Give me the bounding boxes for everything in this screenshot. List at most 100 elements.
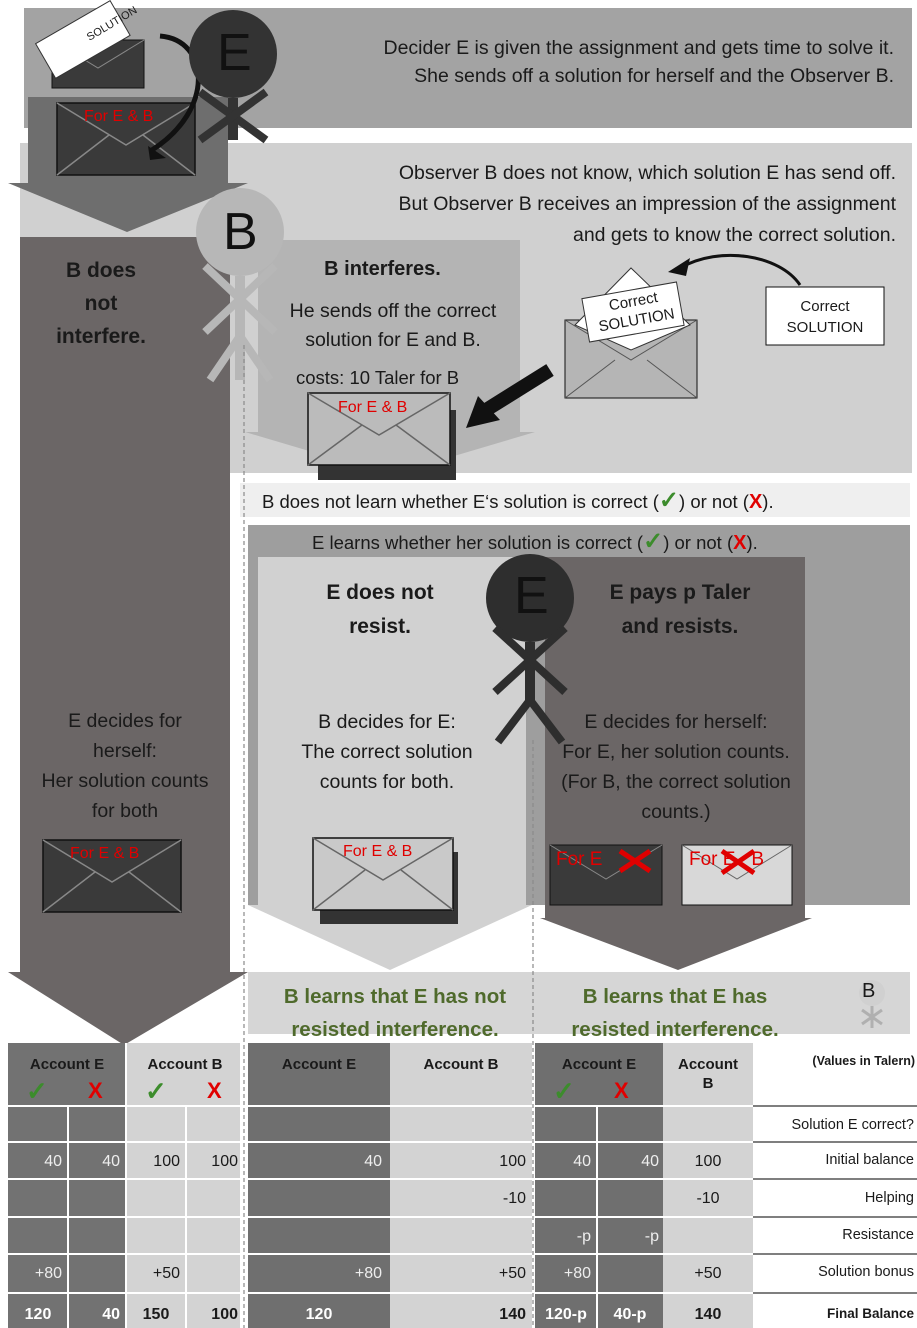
envelope-resist-b-icon bbox=[681, 844, 793, 906]
table-row-lines bbox=[8, 1105, 753, 1294]
cell-initial-8: 40 bbox=[641, 1153, 659, 1170]
cell-bonus-2: +50 bbox=[152, 1265, 180, 1282]
row-label-resistance: Resistance bbox=[842, 1227, 914, 1243]
e-learns-text: E learns whether her solution is correct… bbox=[312, 527, 758, 556]
b-interferes-text: He sends off the correct solution for E … bbox=[262, 297, 524, 355]
cell-initial-6: 100 bbox=[499, 1153, 526, 1170]
cell-bonus-4: +50 bbox=[498, 1265, 526, 1282]
observer-line-1: Observer B does not know, which solution… bbox=[398, 162, 896, 184]
b-not-interfere-title: B does not interfere. bbox=[30, 254, 172, 353]
cell-initial-4: 100 bbox=[211, 1153, 238, 1170]
learn-not-resisted: B learns that E has not resisted interfe… bbox=[255, 980, 535, 1046]
no-resist-envelope-label: For E & B bbox=[343, 843, 413, 860]
resist-envelope-e-label: For E bbox=[556, 849, 603, 870]
left-decision-line-1: E decides for bbox=[68, 710, 182, 732]
cross-icon: X bbox=[733, 532, 747, 554]
row-label-final: Final Balance bbox=[826, 1306, 914, 1321]
learn-left-line-1: B learns that E has not bbox=[283, 985, 507, 1008]
cell-bonus-5: +80 bbox=[563, 1265, 591, 1282]
no-resist-line-2: The correct solution bbox=[301, 741, 473, 763]
envelope-resist-e-icon bbox=[549, 844, 663, 906]
th-account-e-mid: Account E bbox=[281, 1056, 357, 1073]
b-not-learn-text: B does not learn whether E‘s solution is… bbox=[262, 486, 774, 515]
cell-final-9: 140 bbox=[694, 1306, 722, 1323]
cell-final-3: 150 bbox=[142, 1306, 170, 1323]
no-resist-text: B decides for E: The correct solution co… bbox=[262, 707, 512, 797]
correct-box-line-2: SOLUTION bbox=[786, 319, 864, 336]
th-account-b-right: Account B bbox=[663, 1055, 753, 1093]
arrow-send-icon bbox=[482, 364, 554, 416]
cell-final-2: 40 bbox=[102, 1306, 120, 1323]
cell-bonus-1: +80 bbox=[34, 1265, 62, 1282]
left-decision-line-3: Her solution counts bbox=[41, 770, 209, 792]
no-resist-line-3: counts for both. bbox=[319, 771, 455, 793]
title-line-1: B does bbox=[65, 259, 136, 282]
interferes-line-1: He sends off the correct bbox=[289, 300, 497, 322]
left-decision-line-4: for both bbox=[91, 800, 159, 822]
b-letter: B bbox=[223, 203, 258, 261]
curved-arrow-correct-icon bbox=[679, 253, 802, 286]
cross-icon: X bbox=[748, 491, 763, 513]
b-line-part-c: ). bbox=[762, 491, 774, 512]
decider-text: Decider E is given the assignment and ge… bbox=[200, 34, 894, 90]
e-mid-letter: E bbox=[514, 567, 549, 625]
mid-envelope-label: For E & B bbox=[338, 399, 408, 416]
observer-text: Observer B does not know, which solution… bbox=[260, 158, 896, 251]
table-col-right-e bbox=[535, 1043, 663, 1328]
row-label-initial: Initial balance bbox=[825, 1152, 914, 1168]
cross-icon: X bbox=[207, 1078, 222, 1103]
cell-final-4: 100 bbox=[211, 1306, 238, 1323]
no-resist-title-2: resist. bbox=[349, 615, 411, 638]
cell-final-8: 40-p bbox=[613, 1306, 647, 1323]
correct-box-line-1: Correct bbox=[800, 298, 850, 315]
no-resist-title: E does not resist. bbox=[280, 576, 480, 644]
learn-right-line-2: resisted interference. bbox=[571, 1018, 779, 1041]
table-col-mid-e bbox=[248, 1043, 390, 1328]
check-icon: ✓ bbox=[658, 487, 680, 514]
resist-envelope-b-label: For E B bbox=[689, 849, 764, 871]
resist-title: E pays p Taler and resists. bbox=[570, 576, 790, 644]
correct-box bbox=[765, 286, 885, 346]
person-b-small-icon bbox=[859, 980, 885, 1028]
cell-bonus-6: +50 bbox=[694, 1265, 722, 1282]
cell-resistance-1: -p bbox=[576, 1228, 591, 1245]
th-account-b-right-2: B bbox=[702, 1075, 714, 1092]
cell-initial-5: 40 bbox=[364, 1153, 382, 1170]
resist-env-for: For bbox=[689, 849, 718, 870]
resist-text: E decides for herself: For E, her soluti… bbox=[535, 707, 817, 827]
left-decision-text: E decides for herself: Her solution coun… bbox=[20, 706, 230, 826]
cell-initial-3: 100 bbox=[153, 1153, 180, 1170]
th-account-e-left: Account E bbox=[29, 1056, 105, 1073]
cell-final-6: 140 bbox=[499, 1306, 526, 1323]
cost-text: costs: 10 Taler for B bbox=[296, 367, 460, 388]
arrow-left-branch bbox=[8, 237, 248, 1045]
e-line-part-b: ) or not ( bbox=[663, 532, 734, 553]
person-e-top-icon bbox=[189, 10, 277, 144]
learn-left-line-2: resisted interference. bbox=[291, 1018, 499, 1041]
cell-final-1: 120 bbox=[24, 1306, 52, 1323]
resist-title-1: E pays p Taler bbox=[609, 581, 751, 604]
values-note: (Values in Talern) bbox=[812, 1054, 915, 1068]
band-learn bbox=[248, 972, 910, 1034]
left-envelope-label: For E & B bbox=[70, 845, 140, 862]
resist-line-2: For E, her solution counts. bbox=[562, 741, 790, 763]
cell-final-5: 120 bbox=[305, 1306, 333, 1323]
top-envelope-label: For E & B bbox=[84, 108, 154, 125]
learn-resisted: B learns that E has resisted interferenc… bbox=[540, 980, 810, 1046]
cell-initial-7: 40 bbox=[573, 1153, 591, 1170]
band-b-not-learn bbox=[240, 483, 910, 517]
person-b-icon bbox=[196, 188, 284, 383]
observer-line-3: and gets to know the correct solution. bbox=[572, 224, 896, 246]
resist-env-e: E bbox=[722, 849, 736, 870]
interferes-line-2: solution for E and B. bbox=[305, 329, 481, 351]
cross-icon: X bbox=[88, 1078, 103, 1103]
check-icon: ✓ bbox=[26, 1076, 48, 1106]
table-label-lines bbox=[753, 1105, 917, 1294]
envelope-solution-icon bbox=[34, 0, 145, 89]
row-label-helping: Helping bbox=[864, 1190, 914, 1206]
no-resist-title-1: E does not bbox=[326, 581, 434, 604]
title-line-2: not bbox=[84, 292, 118, 315]
observer-line-2: But Observer B receives an impression of… bbox=[398, 193, 896, 215]
th-account-e-right: Account E bbox=[561, 1056, 637, 1073]
cell-initial-9: 100 bbox=[694, 1153, 722, 1170]
